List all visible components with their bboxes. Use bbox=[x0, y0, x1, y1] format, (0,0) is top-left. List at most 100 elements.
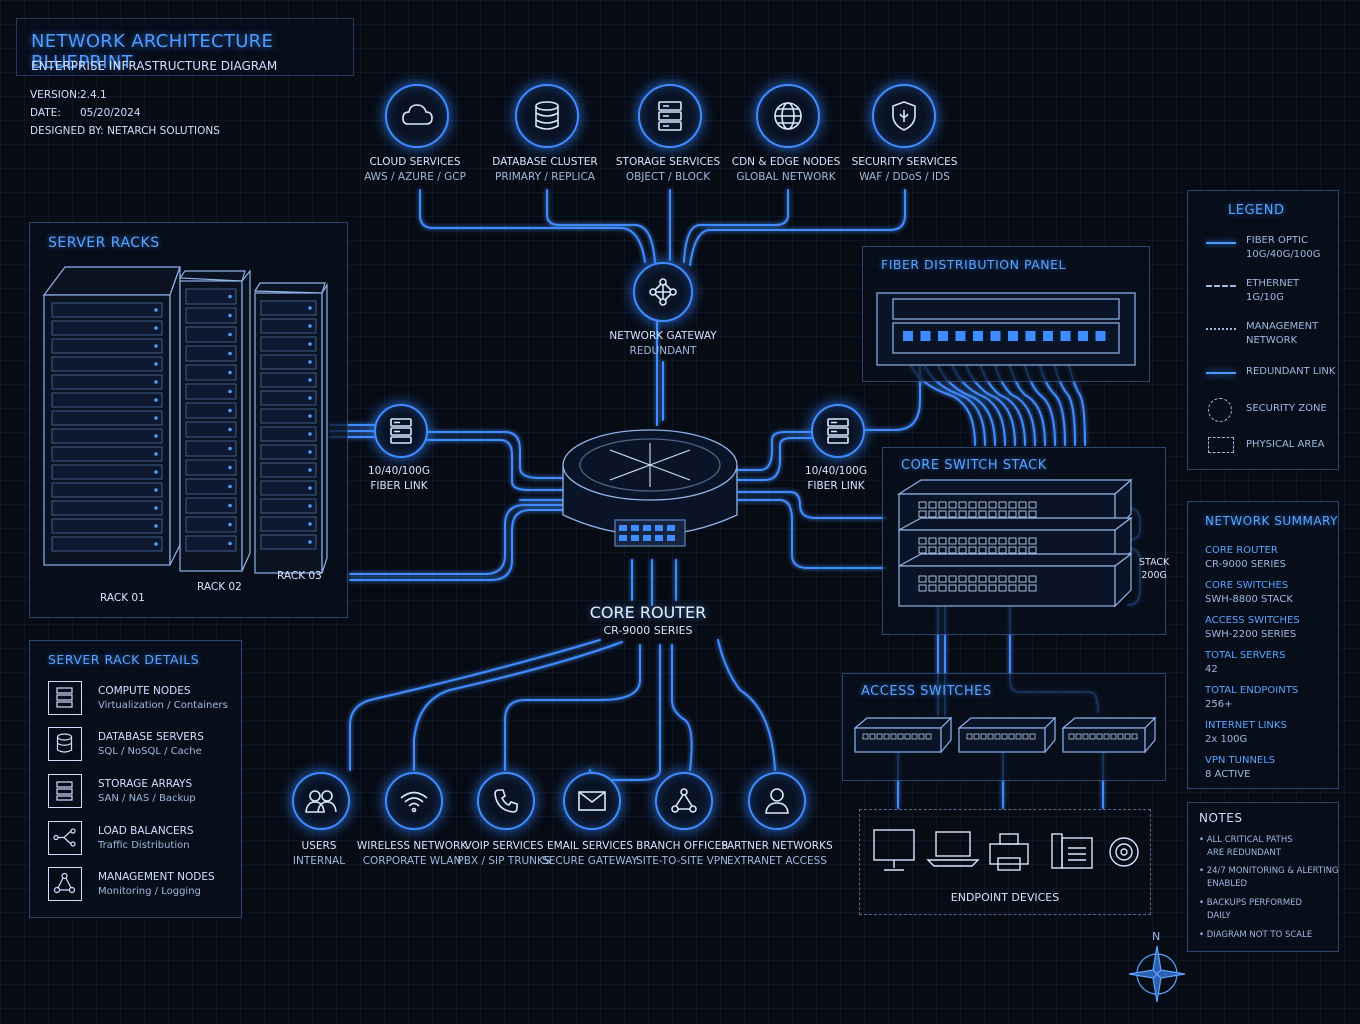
rack-led bbox=[228, 313, 232, 318]
server-racks-panel: SERVER RACKS RACK 01 RACK 02 RACK 03 bbox=[29, 222, 348, 618]
balancer-icon bbox=[48, 821, 82, 855]
rack-unit bbox=[260, 426, 317, 442]
switch-port bbox=[978, 537, 987, 545]
access-switches-panel: ACCESS SWITCHES bbox=[842, 673, 1166, 781]
rack-unit bbox=[185, 440, 237, 457]
switch-port bbox=[998, 510, 1007, 518]
mail-icon bbox=[578, 791, 606, 811]
email-services-node[interactable] bbox=[563, 772, 621, 830]
fiber-panel-title: FIBER DISTRIBUTION PANEL bbox=[881, 257, 1066, 272]
switch-port bbox=[938, 501, 947, 509]
cdn-edge-node[interactable] bbox=[756, 84, 820, 148]
users-node[interactable] bbox=[292, 772, 350, 830]
switch-port bbox=[928, 546, 937, 554]
rack-unit bbox=[51, 356, 163, 372]
switch-port bbox=[978, 575, 987, 583]
patch-port bbox=[1060, 331, 1071, 341]
cloud-services-node[interactable] bbox=[385, 84, 449, 148]
switch-port bbox=[1028, 575, 1037, 583]
database-icon bbox=[535, 101, 559, 130]
rack-unit bbox=[185, 497, 237, 514]
core-router-device[interactable] bbox=[555, 415, 745, 565]
patch-port bbox=[938, 331, 948, 341]
patch-port bbox=[1008, 331, 1018, 341]
access-port bbox=[1008, 733, 1015, 740]
summary-value: 256+ bbox=[1205, 699, 1233, 710]
switch-port bbox=[968, 510, 977, 518]
note-line: • 24/7 MONITORING & ALERTING bbox=[1199, 866, 1339, 876]
switch-port bbox=[1028, 537, 1037, 545]
branch-offices-node[interactable] bbox=[655, 772, 713, 830]
server-rack-details-panel: SERVER RACK DETAILS COMPUTE NODES Virtua… bbox=[29, 640, 242, 918]
switch-port bbox=[928, 575, 937, 583]
users-icon bbox=[305, 790, 337, 813]
patch-port bbox=[1095, 331, 1106, 341]
rack-led bbox=[308, 306, 312, 310]
access-port bbox=[1089, 733, 1096, 740]
fiber-link-right-node[interactable] bbox=[811, 404, 865, 458]
switch-port bbox=[938, 510, 947, 518]
rack-unit bbox=[51, 446, 163, 462]
fiber-link-left-node[interactable] bbox=[374, 404, 428, 458]
switch-port bbox=[988, 584, 997, 592]
details-title: SERVER RACK DETAILS bbox=[48, 652, 200, 667]
rack-unit bbox=[260, 354, 317, 370]
switch-port bbox=[948, 584, 957, 592]
switch-port bbox=[968, 501, 977, 509]
rack-unit bbox=[260, 516, 317, 532]
summary-label: INTERNET LINKS bbox=[1205, 720, 1287, 731]
voip-services-node[interactable] bbox=[477, 772, 535, 830]
rack-led bbox=[154, 416, 158, 420]
switch-port bbox=[998, 537, 1007, 545]
patch-port bbox=[1043, 331, 1053, 341]
rack-led bbox=[154, 380, 158, 384]
switch-port bbox=[918, 546, 927, 554]
summary-label: CORE ROUTER bbox=[1205, 545, 1278, 556]
rack-units bbox=[51, 288, 317, 552]
security-services-node[interactable] bbox=[872, 84, 936, 148]
endpoint-devices-title: ENDPOINT DEVICES bbox=[950, 891, 1060, 904]
rack-led bbox=[228, 465, 232, 470]
switch-port bbox=[988, 537, 997, 545]
access-port bbox=[890, 733, 897, 740]
switch-port bbox=[988, 510, 997, 518]
partner-networks-node[interactable] bbox=[748, 772, 806, 830]
network-gateway-node[interactable] bbox=[633, 262, 693, 322]
rack-unit bbox=[51, 518, 163, 534]
switch-port bbox=[1028, 546, 1037, 554]
compass-north-label: N bbox=[1152, 930, 1161, 943]
switch-port bbox=[938, 575, 947, 583]
storage-services-node[interactable] bbox=[638, 84, 702, 148]
switch-port bbox=[918, 575, 927, 583]
rack-unit bbox=[185, 478, 237, 495]
rack-unit bbox=[51, 536, 163, 552]
access-port bbox=[911, 733, 918, 740]
share-icon bbox=[671, 788, 697, 813]
access-port bbox=[994, 733, 1001, 740]
wireless-network-node[interactable] bbox=[385, 772, 443, 830]
cloud-icon bbox=[402, 104, 433, 125]
rack-led bbox=[228, 484, 232, 489]
access-port bbox=[1117, 733, 1124, 740]
date-value: 05/20/2024 bbox=[80, 107, 141, 119]
access-port bbox=[1029, 733, 1036, 740]
access-port bbox=[883, 733, 890, 740]
access-switches-title: ACCESS SWITCHES bbox=[861, 684, 992, 699]
rack-02-label: RACK 02 bbox=[197, 581, 242, 593]
summary-value: CR-9000 SERIES bbox=[1205, 559, 1286, 570]
rack-unit bbox=[260, 336, 317, 352]
rack-led bbox=[228, 541, 232, 546]
endpoint-devices-area: ENDPOINT DEVICES bbox=[859, 809, 1151, 915]
rack-led bbox=[228, 503, 232, 508]
access-port bbox=[1075, 733, 1082, 740]
switch-port bbox=[988, 501, 997, 509]
rack-unit bbox=[260, 318, 317, 334]
rack-unit bbox=[260, 462, 317, 478]
database-cluster-node[interactable] bbox=[515, 84, 579, 148]
switch-port bbox=[1018, 575, 1027, 583]
